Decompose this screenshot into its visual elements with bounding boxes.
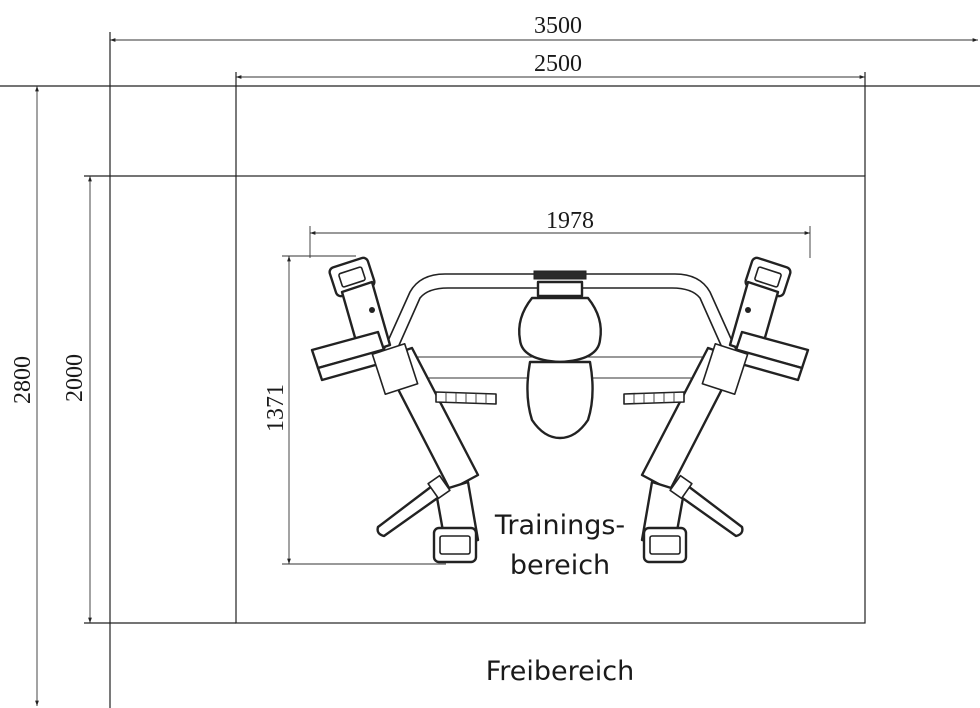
- seat-back: [518, 270, 602, 364]
- seat-pad: [526, 360, 594, 440]
- label-3500: 3500: [534, 13, 582, 39]
- training-area-label-line2: bereich: [510, 550, 610, 581]
- label-1978: 1978: [546, 208, 594, 234]
- training-area-outline: [84, 72, 866, 624]
- free-area-outline: [0, 32, 980, 708]
- dimension-line-1978: [309, 226, 811, 258]
- left-arm-assembly: [310, 256, 497, 564]
- label-2000: 2000: [62, 354, 88, 402]
- right-arm-assembly: [623, 256, 810, 564]
- label-2800: 2800: [10, 356, 36, 404]
- dimension-line-1371: [282, 255, 446, 565]
- training-area-label-line1: Trainings-: [494, 510, 625, 541]
- free-area-label: Freibereich: [486, 656, 635, 687]
- label-1371: 1371: [263, 384, 289, 432]
- label-2500: 2500: [534, 51, 582, 77]
- fitness-machine-drawing: [310, 256, 810, 564]
